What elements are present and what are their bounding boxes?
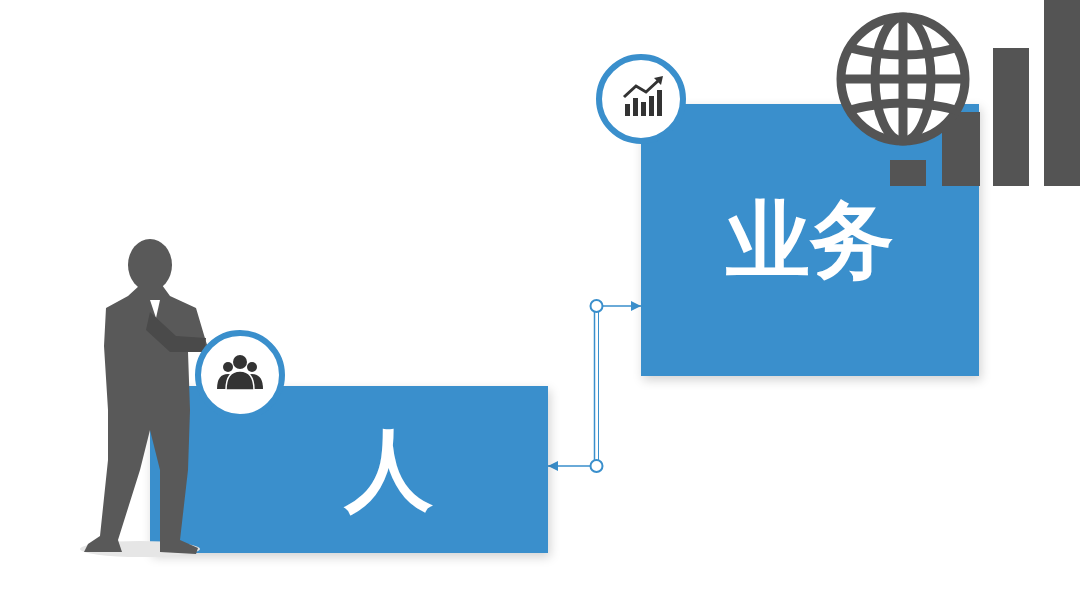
box-label: 业务 [726, 198, 894, 282]
chart-icon [599, 57, 683, 141]
bracket-connector [548, 300, 641, 472]
blue-box: 人 [150, 386, 548, 553]
businessman-silhouette [80, 239, 208, 557]
bar-chart-graphic [890, 0, 1080, 186]
box-label: 人 [345, 426, 433, 514]
people-icon [198, 333, 282, 417]
globe-icon [841, 17, 965, 141]
blue-box: 业务 [641, 104, 979, 376]
